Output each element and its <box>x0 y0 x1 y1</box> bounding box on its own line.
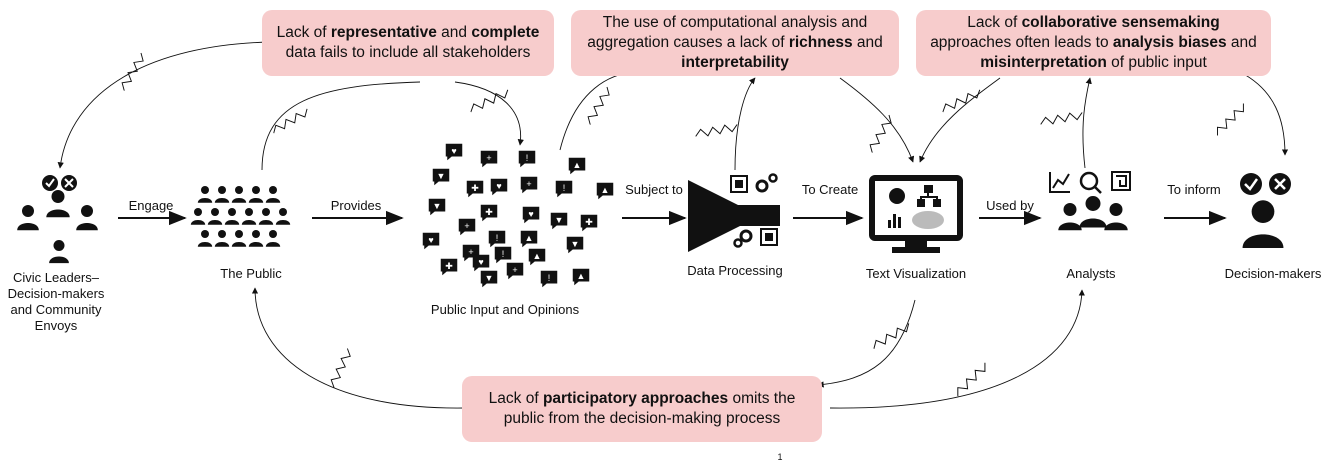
analysts-icon <box>1049 171 1131 231</box>
page-number: 1 <box>777 452 783 462</box>
bubble-glyph-icon: + <box>512 265 517 275</box>
pie-chart-icon <box>889 188 905 204</box>
edge-label-engage: Engage <box>128 198 174 213</box>
decision-makers-icon <box>1240 173 1291 248</box>
curved-connectors <box>57 41 1289 409</box>
bubble-glyph-icon: ▼ <box>485 273 494 283</box>
edge-label-to-inform: To inform <box>1167 182 1221 197</box>
bubble-glyph-icon: ✚ <box>585 217 593 227</box>
bubble-glyph-icon: ▲ <box>525 233 534 243</box>
check-icon <box>1240 173 1262 195</box>
bubble-glyph-icon: ♥ <box>496 181 501 191</box>
node-label-decision-makers: Decision-makers <box>1224 266 1322 281</box>
bubble-glyph-icon: ! <box>496 233 499 243</box>
person-icon <box>248 186 264 203</box>
edge-label-subject-to: Subject to <box>625 182 683 197</box>
crowd-icon <box>190 186 291 247</box>
person-icon <box>197 230 213 247</box>
node-label-civic-leaders: Civic Leaders–Decision-makers and Commun… <box>7 270 105 333</box>
node-label-analysts: Analysts <box>1066 266 1116 281</box>
gear-icon <box>739 229 753 243</box>
bubble-glyph-icon: ▲ <box>601 185 610 195</box>
speech-bubbles-icon: ♥ +! ▲ ▼ ✚ ♥ +! ▲ ▼ ✚ ♥ +! ▲ ▼ ✚ ♥ +! ▲ ▼ ✚ ♥ +! ▲ ▼ <box>422 143 614 288</box>
bubble-glyph-icon: ▼ <box>555 215 564 225</box>
line-chart-icon <box>1049 172 1070 193</box>
chip-icon <box>730 175 748 193</box>
person-icon <box>214 186 230 203</box>
person-icon <box>241 208 257 225</box>
chip-icon <box>760 228 778 246</box>
bubble-glyph-icon: ▼ <box>437 171 446 181</box>
node-label-public: The Public <box>220 266 282 281</box>
bubble-glyph-icon: + <box>464 221 469 231</box>
bubble-glyph-icon: ✚ <box>471 183 479 193</box>
bubble-glyph-icon: ♥ <box>451 146 456 156</box>
edge-label-provides: Provides <box>330 198 382 213</box>
magnifier-icon <box>1079 171 1102 194</box>
node-label-text-visualization: Text Visualization <box>865 266 967 281</box>
gear-icon <box>755 179 769 193</box>
bubble-glyph-icon: ▼ <box>571 239 580 249</box>
bubble-glyph-icon: ! <box>526 153 529 163</box>
problem-box-collaborative: Lack of collaborative sensemaking approa… <box>916 10 1271 76</box>
word-cloud-icon <box>912 211 944 229</box>
monitor-icon <box>869 175 963 253</box>
person-icon <box>231 186 247 203</box>
bubble-glyph-icon: ♥ <box>528 209 533 219</box>
bubble-glyph-icon: ♥ <box>478 257 483 267</box>
person-icon <box>265 186 281 203</box>
person-icon <box>214 230 230 247</box>
problem-box-computational: The use of computational analysis and ag… <box>571 10 899 76</box>
problem-box-participatory: Lack of participatory approaches omits t… <box>462 376 822 442</box>
funnel-icon <box>688 173 780 252</box>
bubble-glyph-icon: ! <box>548 273 551 283</box>
bubble-glyph-icon: + <box>526 179 531 189</box>
person-icon <box>248 230 264 247</box>
bubble-glyph-icon: + <box>468 247 473 257</box>
person-icon <box>231 230 247 247</box>
person-icon <box>190 208 206 225</box>
person-icon <box>275 208 291 225</box>
bubble-glyph-icon: ! <box>502 249 505 259</box>
bubble-glyph-icon: ♥ <box>428 235 433 245</box>
person-icon <box>207 208 223 225</box>
person-icon <box>197 186 213 203</box>
bubble-glyph-icon: ! <box>563 183 566 193</box>
bubble-glyph-icon: ✚ <box>445 261 453 271</box>
bubble-glyph-icon: ✚ <box>485 207 493 217</box>
bubble-glyph-icon: ▲ <box>533 251 542 261</box>
person-icon <box>265 230 281 247</box>
civic-leaders-icon <box>17 175 98 264</box>
maze-icon <box>1111 171 1131 191</box>
problem-box-representative: Lack of representative and complete data… <box>262 10 554 76</box>
person-icon <box>224 208 240 225</box>
bubble-glyph-icon: ▲ <box>573 160 582 170</box>
bar-chart-icon <box>888 214 901 228</box>
node-label-public-input: Public Input and Opinions <box>430 302 580 317</box>
bubble-glyph-icon: ▲ <box>577 271 586 281</box>
edge-label-used-by: Used by <box>986 198 1034 213</box>
node-label-data-processing: Data Processing <box>687 263 783 278</box>
bubble-glyph-icon: ▼ <box>433 201 442 211</box>
person-icon <box>258 208 274 225</box>
hierarchy-icon <box>917 185 941 207</box>
edge-label-to-create: To Create <box>801 182 859 197</box>
bubble-glyph-icon: + <box>486 153 491 163</box>
